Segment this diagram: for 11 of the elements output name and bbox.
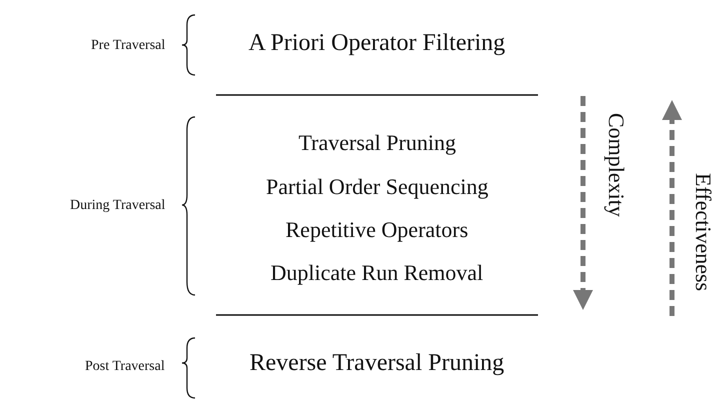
group-label: Pre Traversal <box>91 38 166 53</box>
step-label: Traversal Pruning <box>298 131 456 156</box>
group-label: During Traversal <box>70 198 166 213</box>
group-label: Post Traversal <box>85 358 165 374</box>
axis-label: Complexity <box>604 113 628 217</box>
axis-label: Effectiveness <box>691 173 716 292</box>
step-label: Duplicate Run Removal <box>270 261 484 286</box>
step-label: Repetitive Operators <box>286 218 468 242</box>
step-label: A Priori Operator Filtering <box>248 30 506 56</box>
step-label: Partial Order Sequencing <box>266 175 488 200</box>
step-label: Reverse Traversal Pruning <box>250 350 504 376</box>
